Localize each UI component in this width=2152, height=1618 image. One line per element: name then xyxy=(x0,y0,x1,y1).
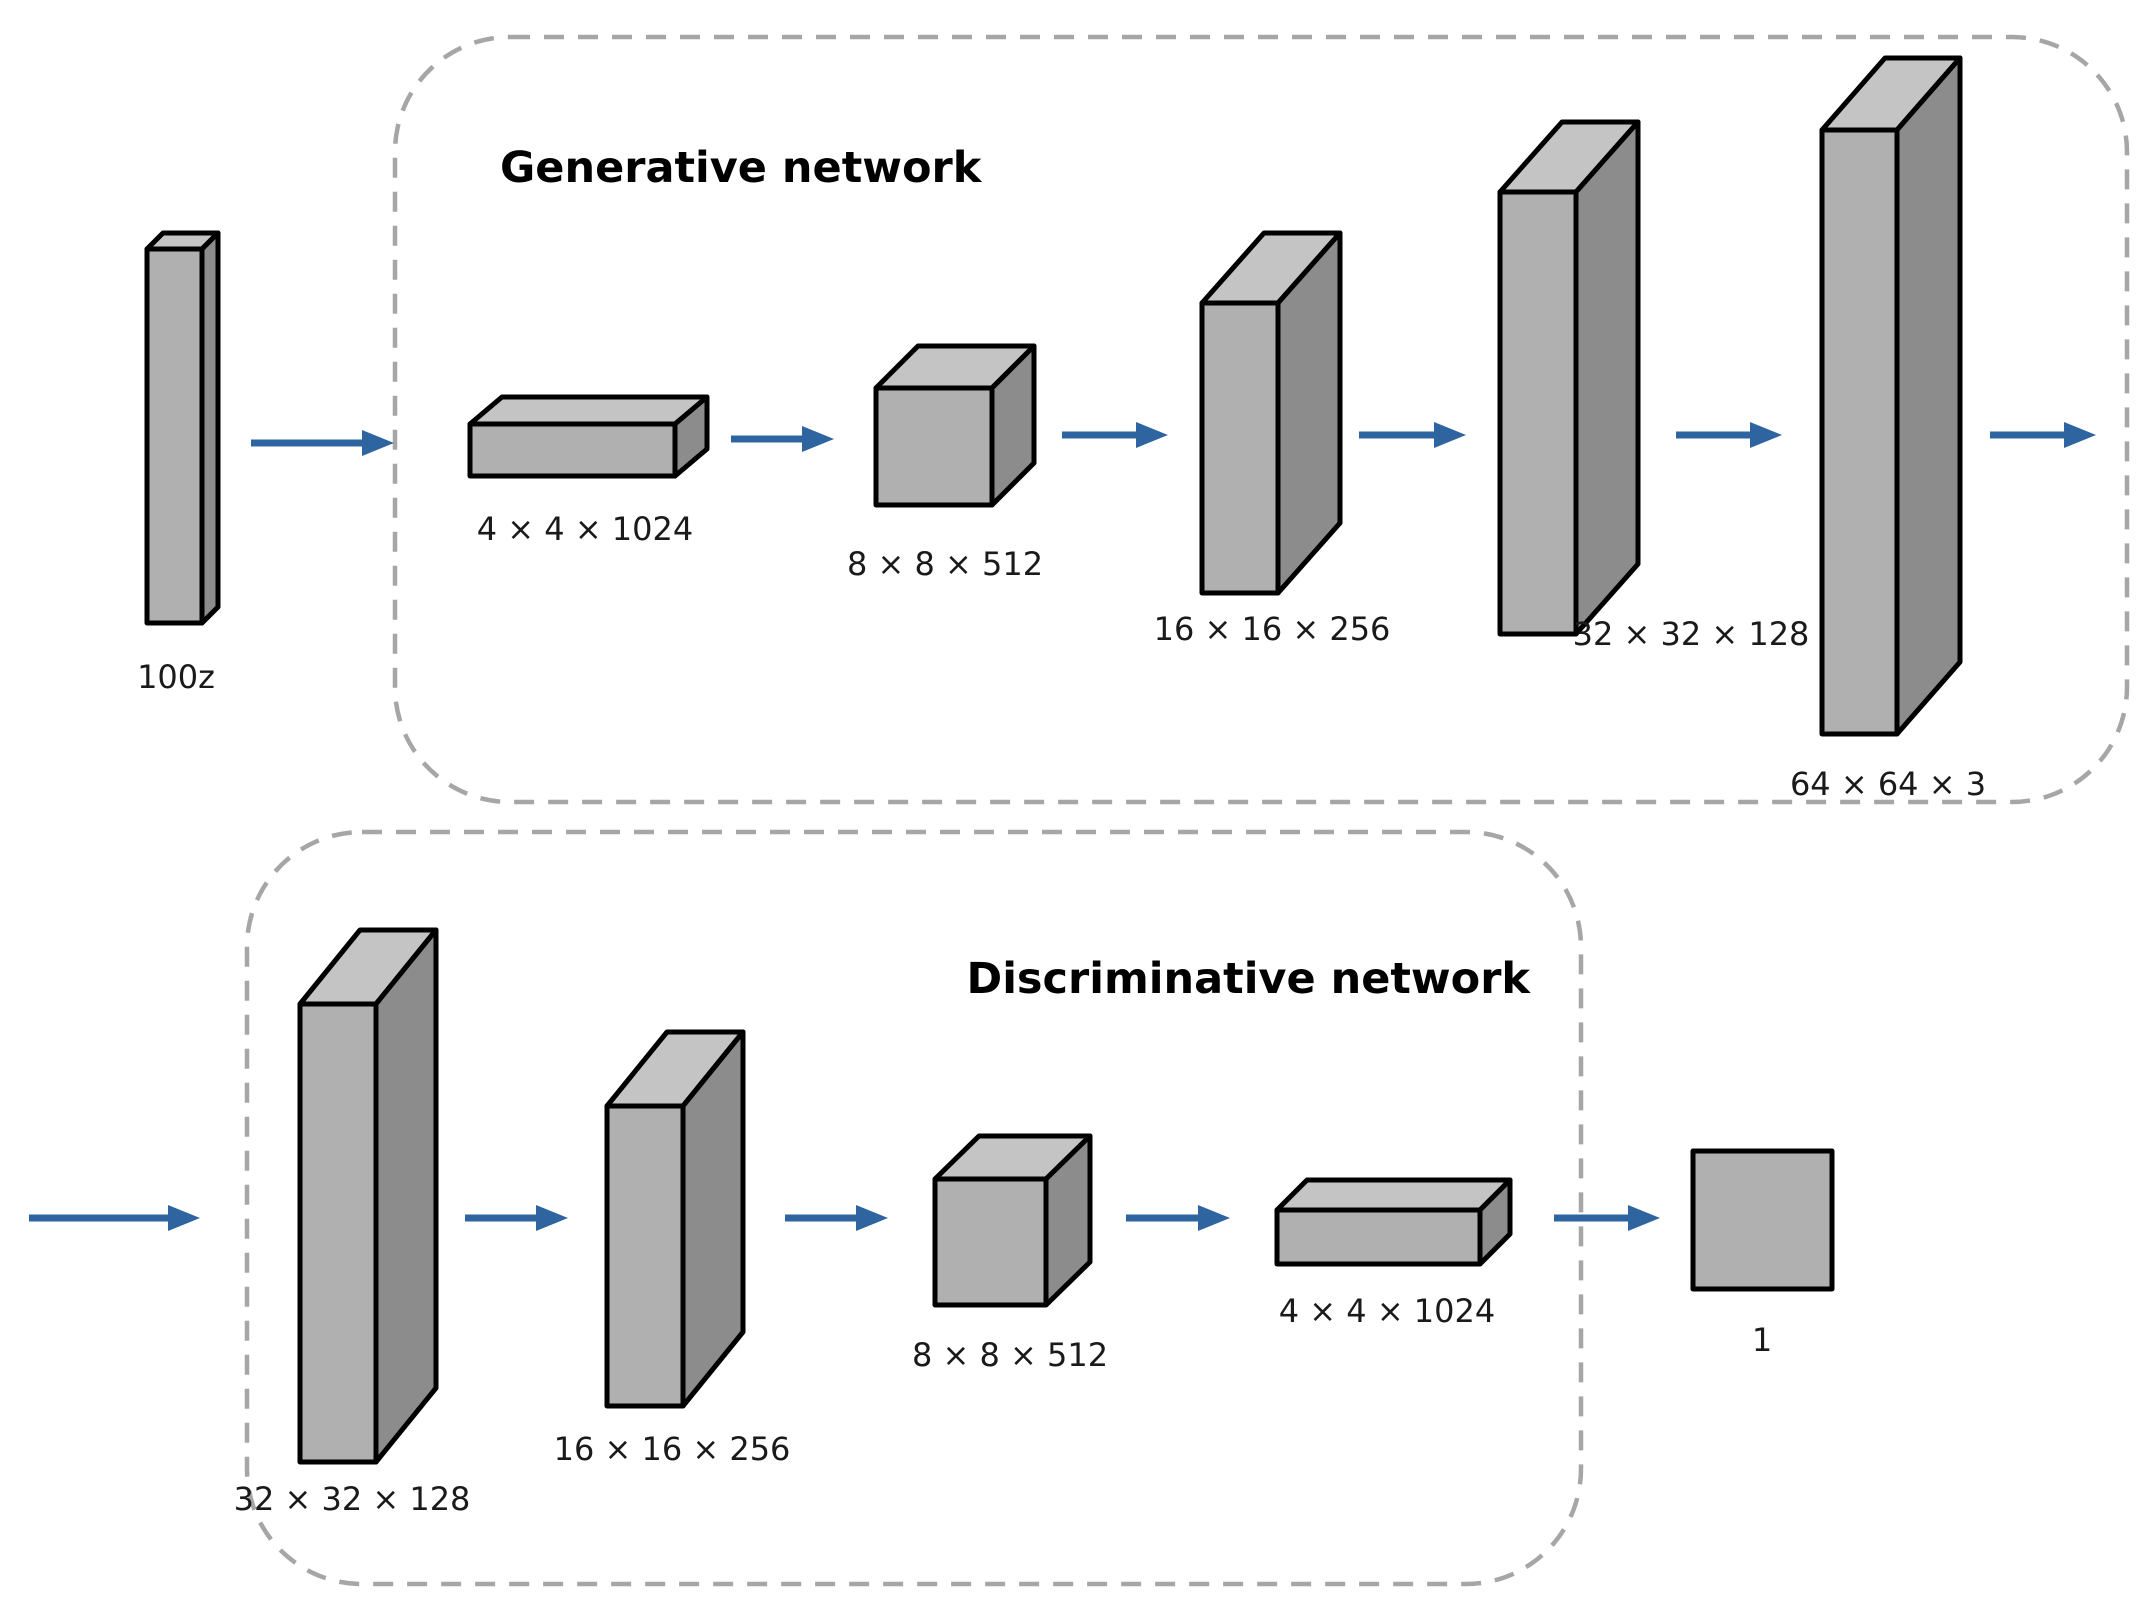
disc-layer-32x32x128 xyxy=(297,927,439,1465)
gen-layer-64x64x3-label: 64 × 64 × 3 xyxy=(1790,765,1986,803)
arrow-gen2-to-gen3 xyxy=(1062,422,1168,448)
gen-layer-4x4x1024 xyxy=(467,394,710,479)
gen-layer-32x32x128 xyxy=(1497,119,1641,637)
gen-layer-8x8x512-label: 8 × 8 × 512 xyxy=(847,545,1043,583)
discriminative-network-title: Discriminative network xyxy=(967,954,1532,1004)
arrow-disc2-to-disc3 xyxy=(785,1205,888,1231)
gen-layer-32x32x128-label: 32 × 32 × 128 xyxy=(1573,615,1810,653)
disc-layer-16x16x256-label: 16 × 16 × 256 xyxy=(554,1430,791,1468)
arrow-disc4-to-output xyxy=(1554,1205,1660,1231)
gen-layer-4x4x1024-label: 4 × 4 × 1024 xyxy=(477,510,693,548)
generative-network-group xyxy=(392,34,2130,805)
disc-layer-8x8x512 xyxy=(932,1133,1093,1308)
disc-layer-16x16x256 xyxy=(604,1029,746,1409)
arrow-input-to-gen1 xyxy=(251,430,394,456)
disc-layer-32x32x128-label: 32 × 32 × 128 xyxy=(234,1480,471,1518)
disc-layer-4x4x1024-label: 4 × 4 × 1024 xyxy=(1279,1292,1495,1330)
arrow-gen4-to-gen5 xyxy=(1676,422,1782,448)
disc-output-node xyxy=(1690,1148,1835,1292)
gen-layer-16x16x256 xyxy=(1199,230,1343,596)
disc-layer-8x8x512-label: 8 × 8 × 512 xyxy=(912,1336,1108,1374)
gen-layer-16x16x256-label: 16 × 16 × 256 xyxy=(1154,610,1391,648)
generative-network-title: Generative network xyxy=(500,143,983,193)
gen-layer-8x8x512 xyxy=(873,343,1037,508)
arrow-disc1-to-disc2 xyxy=(465,1205,568,1231)
input-noise-vector xyxy=(144,230,221,626)
arrow-into-disc xyxy=(29,1205,200,1231)
arrow-gen1-to-gen2 xyxy=(731,426,834,452)
arrow-gen3-to-gen4 xyxy=(1359,422,1466,448)
disc-output-label: 1 xyxy=(1752,1321,1772,1359)
discriminative-network-group xyxy=(244,829,1584,1587)
arrow-gen5-output xyxy=(1990,422,2096,448)
gen-layer-64x64x3 xyxy=(1819,55,1963,737)
input-noise-label: 100z xyxy=(137,658,215,696)
arrow-disc3-to-disc4 xyxy=(1126,1205,1230,1231)
disc-layer-4x4x1024 xyxy=(1274,1177,1513,1267)
